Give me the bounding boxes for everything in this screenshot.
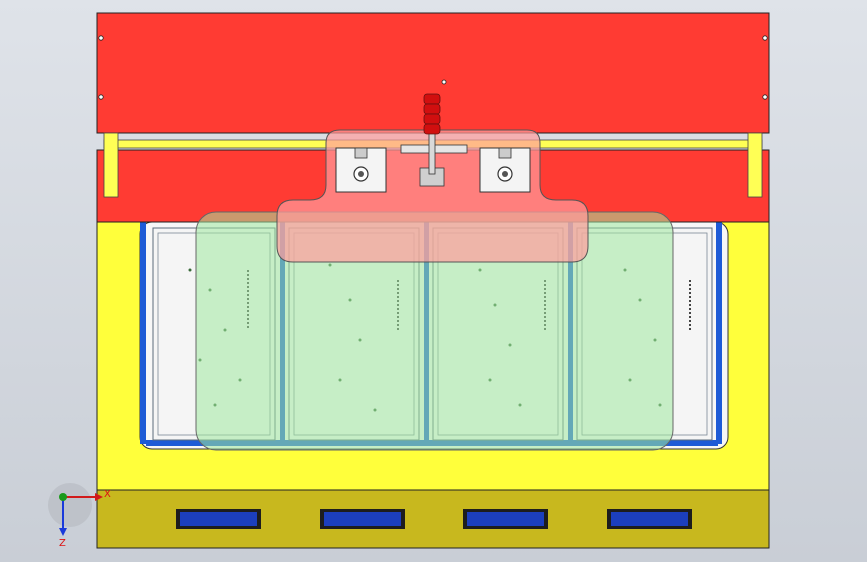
mounting-holes: [98, 35, 768, 100]
toggle-clamp-left[interactable]: [335, 147, 387, 193]
x-axis-label: X: [104, 489, 111, 500]
coordinate-triad: X Z: [48, 483, 111, 549]
handle-grip[interactable]: [423, 93, 441, 135]
rail-post-right: [747, 132, 763, 198]
slot-4[interactable]: [607, 509, 692, 529]
slot-3[interactable]: [463, 509, 548, 529]
recess-edge-left: [140, 222, 146, 444]
recess-edge-right: [716, 222, 722, 444]
toggle-clamp-right[interactable]: [479, 147, 531, 193]
slot-1[interactable]: [176, 509, 261, 529]
slot-2[interactable]: [320, 509, 405, 529]
z-axis-label: Z: [59, 538, 66, 549]
rail-post-left: [103, 132, 119, 198]
